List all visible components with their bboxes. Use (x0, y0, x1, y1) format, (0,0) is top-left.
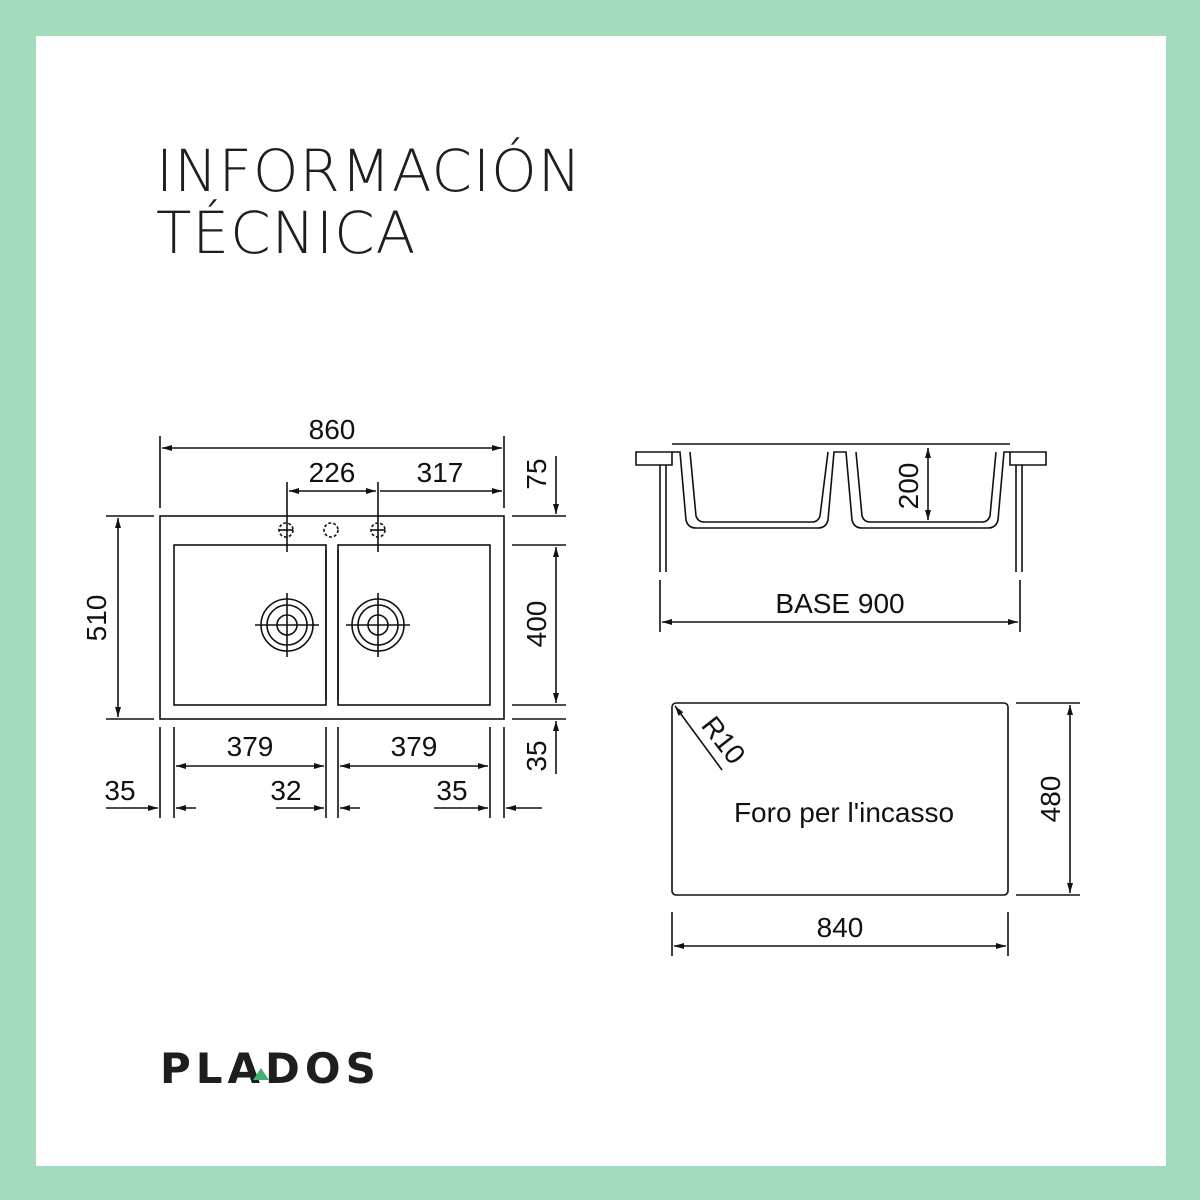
dim-right-margin: 35 (436, 775, 467, 806)
brand-logo: PLADOS (160, 1044, 381, 1093)
dim-cutout-height: 480 (1035, 776, 1066, 823)
dim-back-offset: 75 (521, 458, 552, 489)
left-drain (255, 593, 319, 657)
sink-section-view (635, 443, 1047, 632)
cutout-outline (671, 702, 1009, 896)
card-background (36, 36, 1166, 1166)
sink-top-view (106, 436, 566, 818)
brand-accent-icon (253, 1068, 269, 1080)
dim-front-offset: 35 (521, 740, 552, 771)
cutout-label: Foro per l'incasso (734, 797, 954, 828)
tap-hole (323, 522, 339, 538)
dim-right-bowl-width: 379 (391, 731, 438, 762)
dim-tap-right: 317 (417, 457, 464, 488)
dim-depth: 510 (81, 595, 112, 642)
dim-left-margin: 35 (104, 775, 135, 806)
title-line-2: TÉCNICA (156, 199, 417, 267)
sink-outline (159, 515, 505, 720)
right-drain (346, 593, 410, 657)
dim-bowl-depth: 400 (521, 601, 552, 648)
dim-cutout-width: 840 (817, 912, 864, 943)
dim-bowl-height: 200 (893, 463, 924, 510)
brand-name: PLADOS (160, 1044, 381, 1093)
page-title: INFORMACIÓN TÉCNICA (156, 140, 582, 264)
base-label: BASE 900 (775, 588, 904, 619)
dim-overall-width: 860 (309, 414, 356, 445)
dim-divider: 32 (270, 775, 301, 806)
dim-left-bowl-width: 379 (227, 731, 274, 762)
title-line-1: INFORMACIÓN (156, 137, 583, 205)
dim-tap-left: 226 (309, 457, 356, 488)
radius-label: R10 (695, 710, 751, 770)
cutout-view (671, 702, 1080, 956)
